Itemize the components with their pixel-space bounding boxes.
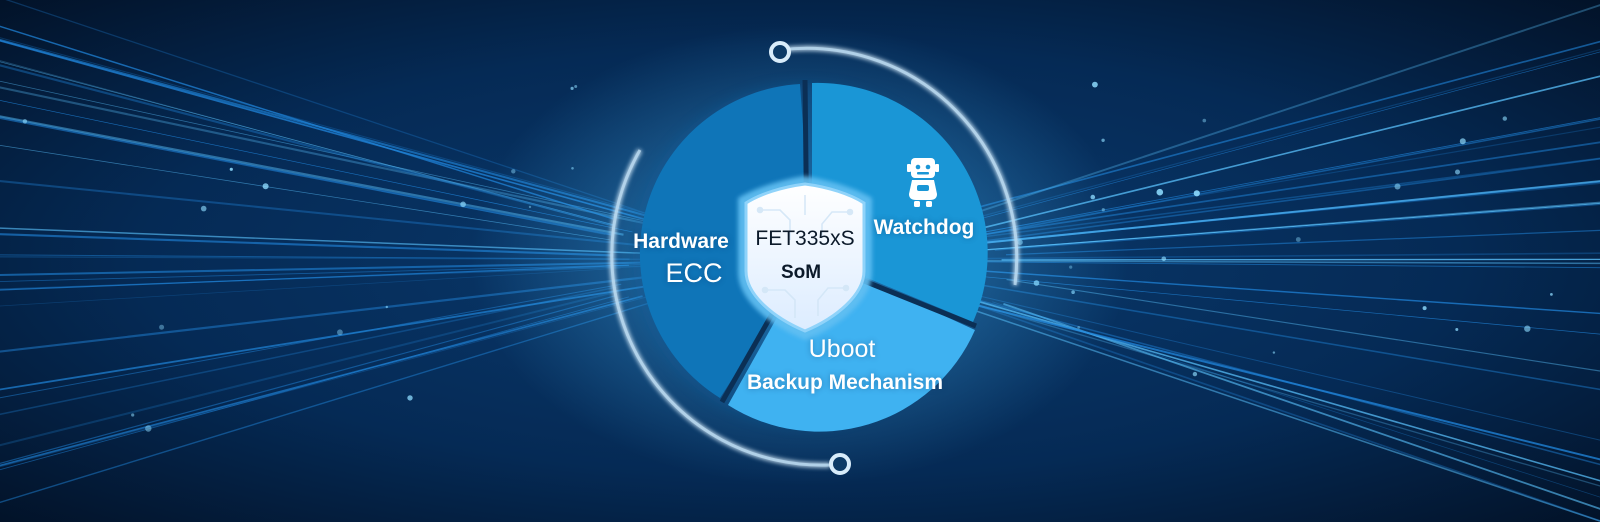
light-spark bbox=[385, 305, 388, 309]
circuit-pattern bbox=[756, 195, 854, 318]
light-spark bbox=[1156, 188, 1164, 196]
light-spark bbox=[1092, 81, 1098, 88]
light-spark bbox=[145, 425, 152, 432]
light-spark bbox=[407, 395, 413, 401]
shield-icon bbox=[738, 176, 872, 340]
light-spark bbox=[1455, 328, 1459, 331]
light-spark bbox=[1422, 306, 1427, 311]
light-spark bbox=[1295, 237, 1301, 242]
light-spark bbox=[1502, 116, 1508, 121]
som-model-label: FET335xS bbox=[755, 227, 855, 250]
light-spark bbox=[1394, 183, 1401, 190]
light-spark bbox=[131, 413, 135, 417]
hardware-ecc-subtitle: ECC bbox=[665, 258, 723, 288]
hardware-ecc-title: Hardware bbox=[633, 230, 729, 253]
light-spark bbox=[1192, 371, 1198, 377]
light-spark bbox=[159, 324, 165, 330]
light-spark bbox=[262, 183, 269, 190]
light-spark bbox=[1524, 325, 1531, 332]
light-spark bbox=[229, 167, 233, 171]
ring-knob-top bbox=[769, 41, 791, 63]
som-type-label: SoM bbox=[780, 262, 822, 283]
light-spark bbox=[1193, 190, 1200, 197]
light-spark bbox=[1459, 138, 1466, 145]
light-spark bbox=[22, 119, 28, 124]
outer-ring-crisp bbox=[610, 41, 1019, 475]
light-spark bbox=[460, 201, 466, 208]
light-spark bbox=[1161, 256, 1167, 262]
robot-icon bbox=[907, 158, 939, 207]
light-spark bbox=[337, 329, 343, 336]
light-spark bbox=[1272, 351, 1276, 354]
light-spark bbox=[200, 205, 207, 212]
ring-knob-bottom bbox=[829, 453, 851, 475]
light-spark bbox=[1101, 138, 1105, 142]
uboot-subtitle: Backup Mechanism bbox=[746, 371, 944, 394]
light-spark bbox=[1202, 118, 1207, 123]
watchdog-label: Watchdog bbox=[873, 216, 975, 239]
uboot-title: Uboot bbox=[808, 335, 876, 363]
light-spark bbox=[1550, 293, 1553, 296]
light-spark bbox=[1455, 169, 1460, 175]
